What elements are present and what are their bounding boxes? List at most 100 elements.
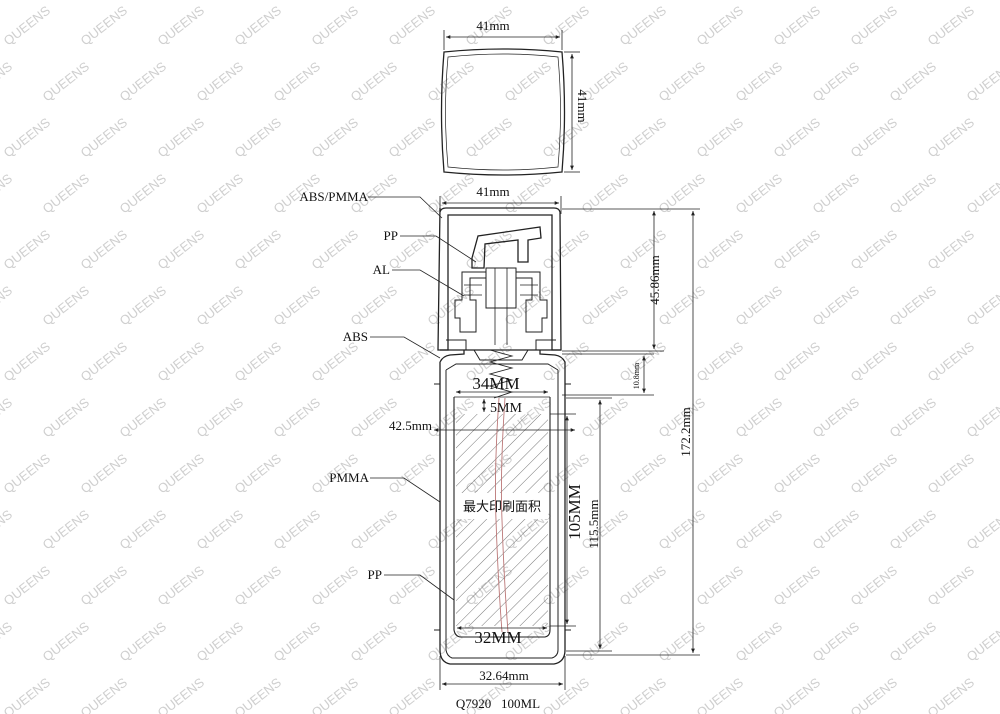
watermark-text: QUEENS xyxy=(425,283,478,329)
cap-width-dimension xyxy=(443,30,563,50)
fill-gap-label: 5MM xyxy=(490,401,522,416)
watermark-text: QUEENS xyxy=(848,675,901,714)
watermark-text: QUEENS xyxy=(617,339,670,385)
watermark-text: QUEENS xyxy=(810,395,863,441)
pump-height-label: 45.86mm xyxy=(647,255,662,304)
watermark-text: QUEENS xyxy=(810,507,863,553)
watermark-text: QUEENS xyxy=(656,171,709,217)
watermark-text: QUEENS xyxy=(925,227,978,273)
watermark-text: QUEENS xyxy=(887,395,940,441)
watermark-text: QUEENS xyxy=(1,675,54,714)
print-height-dimension xyxy=(550,413,576,627)
watermark-text: QUEENS xyxy=(925,451,978,497)
callout-shoulder: ABS xyxy=(343,329,368,344)
watermark-text: QUEENS xyxy=(232,451,285,497)
watermark-text: QUEENS xyxy=(1,3,54,49)
callout-overcap: ABS/PMMA xyxy=(299,189,368,204)
watermark-text: QUEENS xyxy=(579,171,632,217)
watermark-text: QUEENS xyxy=(617,675,670,714)
watermark-text: QUEENS xyxy=(271,283,324,329)
watermark-text: QUEENS xyxy=(386,675,439,714)
watermark-text: QUEENS xyxy=(1,339,54,385)
watermark-text: QUEENS xyxy=(848,3,901,49)
watermark-text: QUEENS xyxy=(194,171,247,217)
watermark-text: QUEENS xyxy=(964,619,1000,665)
wall-label: 42.5mm xyxy=(389,418,432,433)
watermark-text: QUEENS xyxy=(194,395,247,441)
watermark-text: QUEENS xyxy=(733,395,786,441)
watermark-text: QUEENS xyxy=(309,115,362,161)
watermark-text: QUEENS xyxy=(810,283,863,329)
watermark-text: QUEENS xyxy=(117,171,170,217)
watermark-text: QUEENS xyxy=(694,3,747,49)
watermark-text: QUEENS xyxy=(78,451,131,497)
cap-width-label: 41mm xyxy=(476,18,509,33)
body-height-dimension xyxy=(566,397,612,652)
watermark-text: QUEENS xyxy=(887,619,940,665)
cap-height-dimension xyxy=(564,51,580,173)
gap-label: 10.8mm xyxy=(632,362,641,389)
watermark-text: QUEENS xyxy=(771,563,824,609)
watermark-text: QUEENS xyxy=(733,619,786,665)
watermark-text: QUEENS xyxy=(117,59,170,105)
watermark-text: QUEENS xyxy=(463,227,516,273)
watermark-text: QUEENS xyxy=(78,563,131,609)
watermark-text: QUEENS xyxy=(1,227,54,273)
watermark-text: QUEENS xyxy=(810,619,863,665)
watermark-text: QUEENS xyxy=(771,227,824,273)
watermark-text: QUEENS xyxy=(0,59,15,105)
watermark-text: QUEENS xyxy=(925,115,978,161)
gap-dimension xyxy=(562,353,654,396)
watermark-text: QUEENS xyxy=(309,675,362,714)
watermark-text: QUEENS xyxy=(348,59,401,105)
watermark-text: QUEENS xyxy=(540,339,593,385)
callout-outer-bottle: PMMA xyxy=(329,470,369,485)
watermark-text: QUEENS xyxy=(579,283,632,329)
base-width-dimension xyxy=(439,656,566,690)
watermark-text: QUEENS xyxy=(887,171,940,217)
watermark-text: QUEENS xyxy=(425,59,478,105)
watermark-text: QUEENS xyxy=(117,283,170,329)
watermark-text: QUEENS xyxy=(309,339,362,385)
watermark-text: QUEENS xyxy=(733,283,786,329)
watermark-text: QUEENS xyxy=(694,227,747,273)
watermark-text: QUEENS xyxy=(40,59,93,105)
model-title: Q7920 100ML xyxy=(456,696,540,711)
pump-height-dimension xyxy=(562,208,664,352)
watermark-text: QUEENS xyxy=(964,59,1000,105)
total-height-dimension xyxy=(566,208,700,656)
watermark-text: QUEENS xyxy=(617,563,670,609)
watermark-text: QUEENS xyxy=(309,563,362,609)
watermark-text: QUEENS xyxy=(656,59,709,105)
watermark-text: QUEENS xyxy=(78,115,131,161)
watermark-text: QUEENS xyxy=(771,339,824,385)
watermark-text: QUEENS xyxy=(0,395,15,441)
watermark-text: QUEENS xyxy=(810,59,863,105)
watermark-text: QUEENS xyxy=(117,395,170,441)
watermark-text: QUEENS xyxy=(271,619,324,665)
watermark-text: QUEENS xyxy=(771,451,824,497)
watermark-text: QUEENS xyxy=(78,675,131,714)
watermark-text: QUEENS xyxy=(848,115,901,161)
inner-bottom-width-label: 32MM xyxy=(474,628,521,647)
watermark-text: QUEENS xyxy=(1,563,54,609)
watermark-text: QUEENS xyxy=(771,115,824,161)
watermark-text: QUEENS xyxy=(78,227,131,273)
watermark-text: QUEENS xyxy=(1,115,54,161)
watermark-text: QUEENS xyxy=(502,59,555,105)
watermark-text: QUEENS xyxy=(964,507,1000,553)
watermark-text: QUEENS xyxy=(309,3,362,49)
watermark-text: QUEENS xyxy=(540,3,593,49)
watermark-text: QUEENS xyxy=(848,227,901,273)
watermark-text: QUEENS xyxy=(0,283,15,329)
watermark-text: QUEENS xyxy=(117,619,170,665)
watermark-text: QUEENS xyxy=(579,395,632,441)
watermark-text: QUEENS xyxy=(925,339,978,385)
watermark-text: QUEENS xyxy=(348,619,401,665)
watermark-text: QUEENS xyxy=(887,283,940,329)
watermark-text: QUEENS xyxy=(810,171,863,217)
watermark-text: QUEENS xyxy=(271,395,324,441)
watermark-text: QUEENS xyxy=(194,59,247,105)
watermark-text: QUEENS xyxy=(0,507,15,553)
watermark-text: QUEENS xyxy=(194,619,247,665)
